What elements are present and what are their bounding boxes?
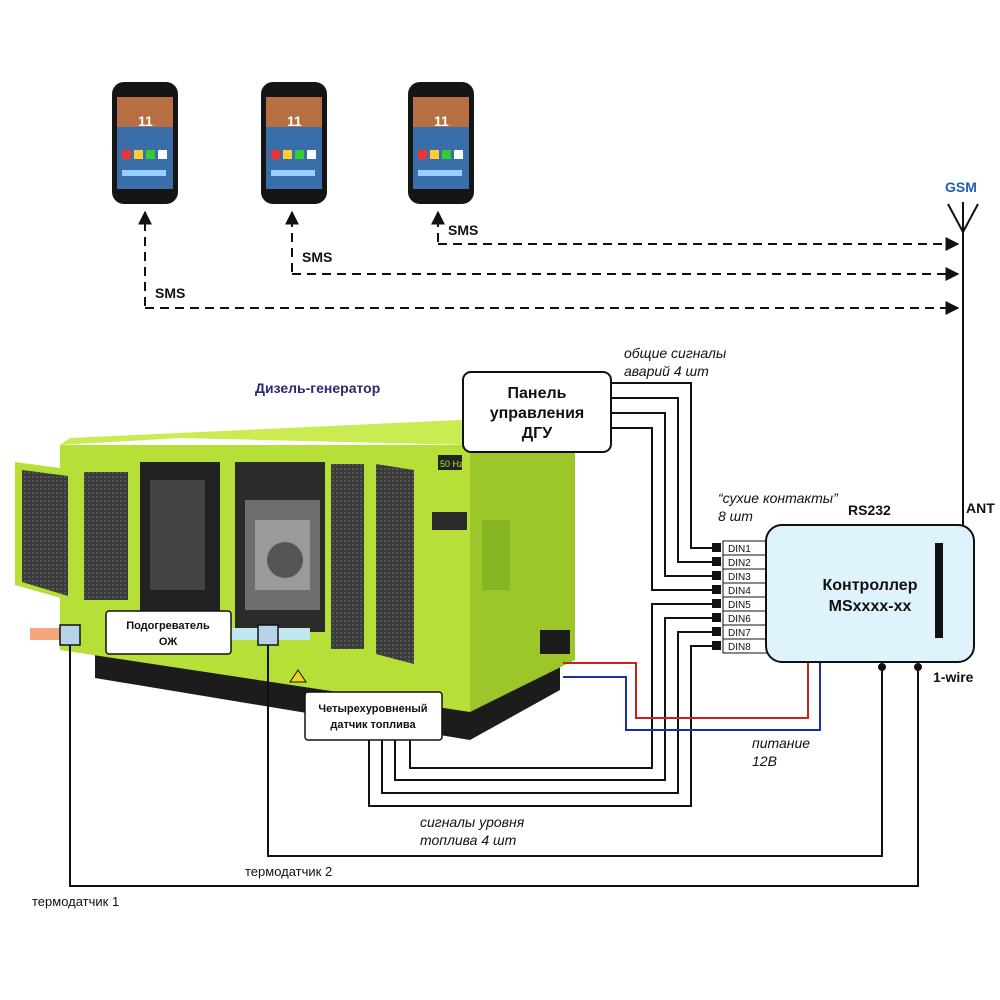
sms-label-2: SMS [302, 249, 332, 265]
generator-title: Дизель-генератор [255, 380, 380, 396]
fuel-signals-line1: сигналы уровня [420, 814, 525, 830]
wire-fuel-2 [394, 617, 716, 781]
wire-fuel-1 [409, 603, 716, 769]
wire-alarm-4 [611, 427, 716, 591]
din-terminal-pin [712, 627, 721, 636]
phone-3: 11 [408, 82, 474, 204]
din-label: DIN5 [728, 600, 751, 611]
din-terminal-5: DIN5 [712, 596, 768, 612]
din-label: DIN2 [728, 558, 751, 569]
power-wire-plus [563, 662, 809, 719]
din-terminal-6: DIN6 [712, 610, 768, 626]
wire-alarm-3 [611, 412, 716, 577]
fuel-level-sensor-box: Четырехуровненый датчик топлива [304, 691, 443, 741]
din-terminal-1: DIN1 [712, 540, 768, 556]
wire-alarm-1 [611, 382, 716, 549]
panel-label-line1: Панель [508, 385, 567, 402]
controller-label-line2: MSxxxx-xx [829, 598, 912, 615]
wire-thermo-1 [69, 645, 919, 887]
din-terminal-pin [712, 613, 721, 622]
wire-thermo-2 [267, 645, 883, 857]
ant-label: ANT [966, 500, 995, 516]
din-label: DIN7 [728, 628, 751, 639]
heater-label-line1: Подогреватель [126, 620, 210, 632]
dry-contacts-line2: 8 шт [718, 508, 753, 524]
power-wire-minus [563, 662, 821, 731]
control-panel-box: Панель управления ДГУ [462, 371, 612, 453]
din-terminal-pin [712, 599, 721, 608]
phone-1: 11 [112, 82, 178, 204]
din-terminal-pin [712, 641, 721, 650]
din-label: DIN4 [728, 586, 751, 597]
phone-1-time: 11 [138, 113, 153, 129]
wire-fuel-3 [381, 631, 716, 794]
wire-fuel-4 [368, 645, 716, 807]
din-label: DIN8 [728, 642, 751, 653]
din-terminal-pin [712, 571, 721, 580]
fuel-sensor-line2: датчик топлива [330, 719, 416, 731]
din-terminal-7: DIN7 [712, 624, 768, 640]
diesel-generator: 50 Hz [15, 420, 575, 740]
power-note-line1: питание [752, 735, 810, 751]
controller-box: Контроллер MSxxxx-xx [765, 524, 975, 663]
wire-alarm-2 [611, 397, 716, 563]
coolant-heater-box: Подогреватель ОЖ [105, 610, 232, 655]
antenna-icon [947, 202, 979, 525]
fuel-signals-line2: топлива 4 шт [420, 832, 517, 848]
phone-2-time: 11 [287, 113, 302, 129]
thermo-sensor-2-label: термодатчик 2 [245, 864, 332, 879]
generator-badge: 50 Hz [440, 459, 464, 469]
din-terminal-4: DIN4 [712, 582, 768, 598]
rs232-label: RS232 [848, 502, 891, 518]
dry-contacts-line1: “сухие контакты” [718, 490, 839, 506]
din-label: DIN3 [728, 572, 751, 583]
thermo-sensor-1 [59, 624, 81, 646]
gsm-label: GSM [945, 179, 977, 195]
din-terminal-pin [712, 585, 721, 594]
din-terminal-pin [712, 557, 721, 566]
din-terminal-3: DIN3 [712, 568, 768, 584]
din-label: DIN6 [728, 614, 751, 625]
heater-label-line2: ОЖ [159, 636, 177, 648]
alarm-note-line2: аварий 4 шт [624, 363, 709, 379]
thermo-sensor-1-label: термодатчик 1 [32, 894, 119, 909]
alarm-note-line1: общие сигналы [624, 345, 727, 361]
controller-label-line1: Контроллер [823, 577, 918, 594]
panel-label-line2: управления [490, 405, 585, 422]
sms-label-3: SMS [448, 222, 478, 238]
phone-3-time: 11 [434, 113, 449, 129]
onewire-label: 1-wire [933, 669, 974, 685]
din-terminal-2: DIN2 [712, 554, 768, 570]
panel-label-line3: ДГУ [522, 425, 553, 442]
fuel-sensor-line1: Четырехуровненый [318, 703, 427, 715]
sms-label-1: SMS [155, 285, 185, 301]
phone-2: 11 [261, 82, 327, 204]
thermo-sensor-2 [257, 624, 279, 646]
controller-indicator-bar [935, 543, 943, 638]
din-label: DIN1 [728, 544, 751, 555]
power-note-line2: 12В [752, 753, 777, 769]
din-terminal-pin [712, 543, 721, 552]
din-terminal-8: DIN8 [712, 638, 768, 654]
